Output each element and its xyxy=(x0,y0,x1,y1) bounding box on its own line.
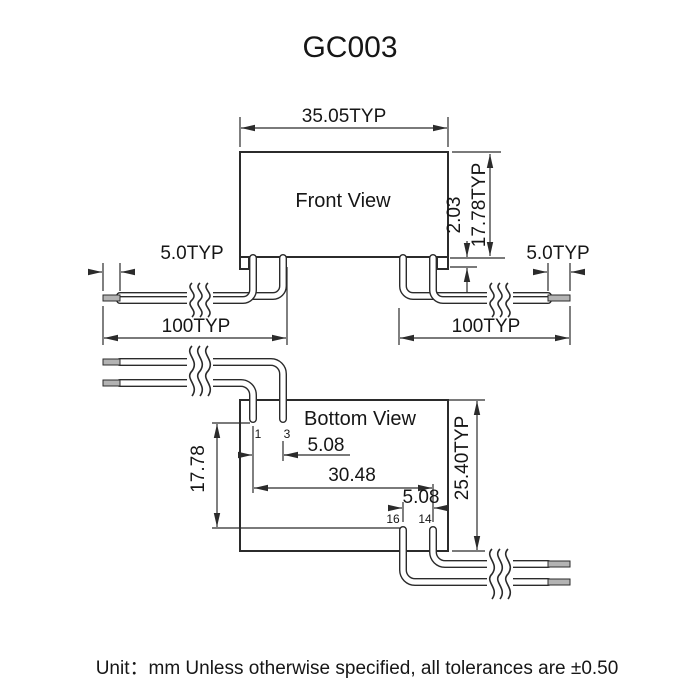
dimension-lines xyxy=(88,124,585,550)
pin14-lead-core xyxy=(430,527,551,567)
pin-number-labels: 1 3 16 14 xyxy=(255,427,432,526)
pin14-label: 14 xyxy=(418,512,432,526)
bottom-view-leads xyxy=(102,358,571,586)
pin1-label: 1 xyxy=(255,427,262,441)
front-right-wire-tip xyxy=(547,294,571,302)
pin16-lead-outline xyxy=(399,526,552,586)
tolerance-note: Unit：mm Unless otherwise specified, all … xyxy=(96,658,619,679)
pin-span-label: 30.48 xyxy=(328,465,376,486)
break-symbols xyxy=(187,282,513,600)
pitch-top-label: 5.08 xyxy=(308,435,345,456)
body-height-label: 17.78TYP xyxy=(469,163,490,248)
front-left-lead-outer-core xyxy=(117,255,256,303)
break-symbol-front-right xyxy=(489,282,511,318)
front-left-wire-tip xyxy=(102,294,121,302)
pitch-bottom-label: 5.08 xyxy=(403,487,440,508)
front-view-right-standoff xyxy=(436,257,449,270)
lead-right-label: 100TYP xyxy=(452,316,521,337)
bottom-view-outline xyxy=(239,399,449,552)
front-view-outline xyxy=(239,151,449,258)
extension-lines-front xyxy=(102,117,571,345)
front-right-lead-outer-core xyxy=(430,255,551,303)
pin16-wire-tip xyxy=(547,578,571,586)
dimension-labels: 35.05TYP 17.78TYP 2.03 5.0TYP 5.0TYP 100… xyxy=(160,106,589,508)
break-symbol-bottom-left xyxy=(188,345,212,397)
bottom-view xyxy=(239,399,449,552)
break-symbol-front-left xyxy=(189,282,211,318)
front-left-lead-inner-core xyxy=(117,255,286,299)
row-spacing-label: 17.78 xyxy=(188,445,209,493)
front-view-leads xyxy=(102,254,571,304)
bottom-view-label: Bottom View xyxy=(304,408,416,430)
drawing-title: GC003 xyxy=(302,31,397,64)
depth-label: 25.40TYP xyxy=(452,416,473,501)
body-width-label: 35.05TYP xyxy=(302,106,387,127)
standoff-label: 2.03 xyxy=(444,197,465,234)
front-right-lead-inner-core xyxy=(400,255,551,299)
front-view-label: Front View xyxy=(295,190,391,212)
strip-right-label: 5.0TYP xyxy=(526,243,589,264)
pin16-label: 16 xyxy=(386,512,400,526)
front-view-left-standoff xyxy=(239,257,250,270)
pin3-label: 3 xyxy=(284,427,291,441)
pin16-lead-core xyxy=(400,527,551,585)
pin1-lead-outline xyxy=(116,379,257,423)
pin3-lead-core xyxy=(117,359,286,422)
pin1-wire-tip xyxy=(102,379,121,387)
strip-left-label: 5.0TYP xyxy=(160,243,223,264)
pin3-wire-tip xyxy=(102,358,121,366)
lead-left-label: 100TYP xyxy=(162,316,231,337)
extension-lines-bottom xyxy=(212,399,485,552)
pin14-wire-tip xyxy=(547,560,571,568)
break-symbol-bottom-right xyxy=(488,548,512,600)
pin1-lead-core xyxy=(117,380,256,422)
extension-lines xyxy=(102,117,571,552)
